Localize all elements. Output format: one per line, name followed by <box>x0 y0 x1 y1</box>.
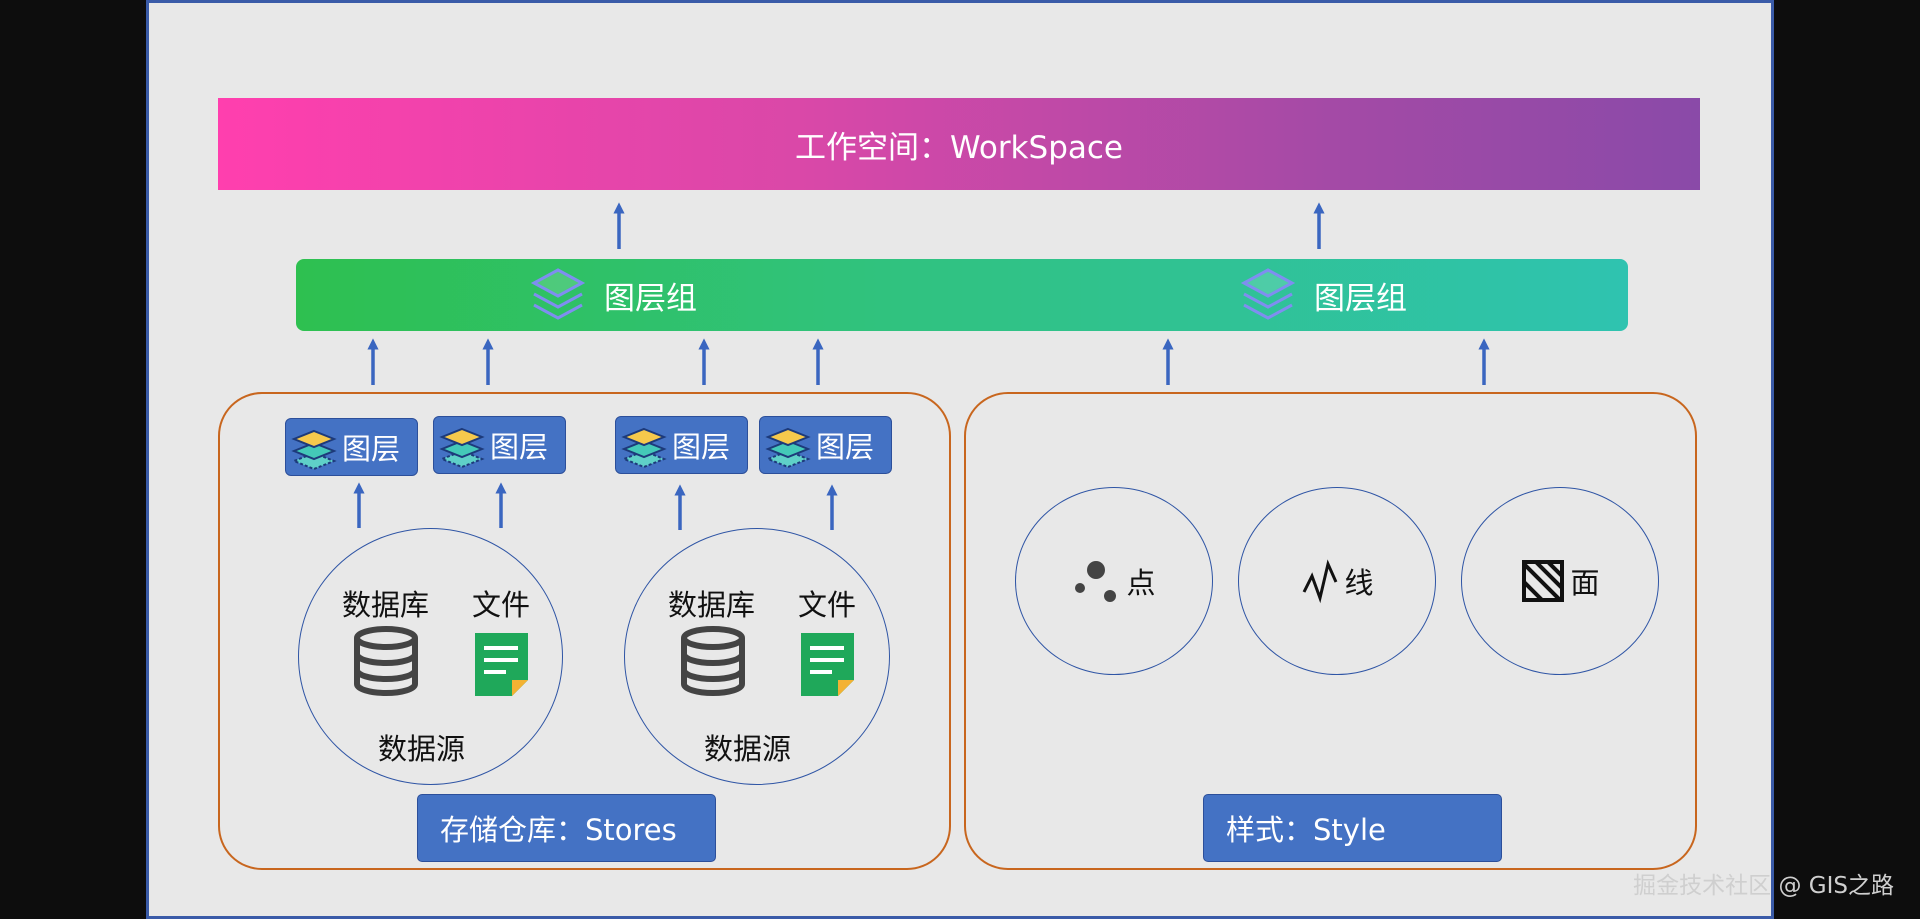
database-icon <box>681 626 745 696</box>
points-icon <box>1075 561 1117 602</box>
workspace-label: 工作空间：WorkSpace <box>795 129 1123 166</box>
layer-box: 图层 <box>285 418 418 476</box>
stores-label: 存储仓库：Stores <box>440 813 677 847</box>
data-source-label: 数据源 <box>704 732 792 766</box>
layer-box: 图层 <box>759 416 892 474</box>
layers-stack-icon <box>765 427 811 469</box>
style-point-label: 点 <box>1126 566 1156 600</box>
layers-stack-icon <box>439 427 485 469</box>
database-icon <box>354 626 418 696</box>
workspace-bar: 工作空间：WorkSpace <box>218 98 1700 190</box>
style-line-circle: 线 <box>1238 487 1436 675</box>
style-line-label: 线 <box>1344 566 1374 600</box>
layer-label: 图层 <box>672 430 731 464</box>
layers-stack-icon <box>291 429 337 471</box>
polygon-icon <box>1522 560 1565 602</box>
layer-group-bar: 图层组 图层组 <box>296 259 1628 331</box>
layer-group-label: 图层组 <box>1314 280 1407 317</box>
layer-group-item: 图层组 <box>528 259 697 331</box>
file-icon <box>475 633 528 696</box>
data-source-circle <box>624 528 890 785</box>
style-panel <box>964 392 1697 870</box>
layer-label: 图层 <box>816 430 875 464</box>
layers-stack-icon <box>621 427 667 469</box>
style-label: 样式：Style <box>1226 813 1386 847</box>
watermark: 掘金技术社区 @ GIS之路 <box>1633 873 1894 899</box>
layer-box: 图层 <box>615 416 748 474</box>
database-label: 数据库 <box>668 588 756 622</box>
file-label: 文件 <box>798 588 857 622</box>
layer-group-item: 图层组 <box>1238 259 1407 331</box>
database-label: 数据库 <box>342 588 430 622</box>
layers-icon <box>1240 268 1296 320</box>
stores-label-box: 存储仓库：Stores <box>417 794 716 862</box>
layer-box: 图层 <box>433 416 566 474</box>
file-icon <box>801 633 854 696</box>
layer-group-label: 图层组 <box>604 280 697 317</box>
style-polygon-label: 面 <box>1570 566 1600 600</box>
layer-label: 图层 <box>490 430 549 464</box>
polyline-icon <box>1303 559 1338 604</box>
data-source-circle <box>298 528 563 785</box>
data-source-label: 数据源 <box>378 732 466 766</box>
stores-panel <box>218 392 951 870</box>
file-label: 文件 <box>472 588 531 622</box>
style-label-box: 样式：Style <box>1203 794 1502 862</box>
style-point-circle: 点 <box>1015 487 1213 675</box>
layers-icon <box>530 268 586 320</box>
style-polygon-circle: 面 <box>1461 487 1659 675</box>
layer-label: 图层 <box>342 432 401 466</box>
